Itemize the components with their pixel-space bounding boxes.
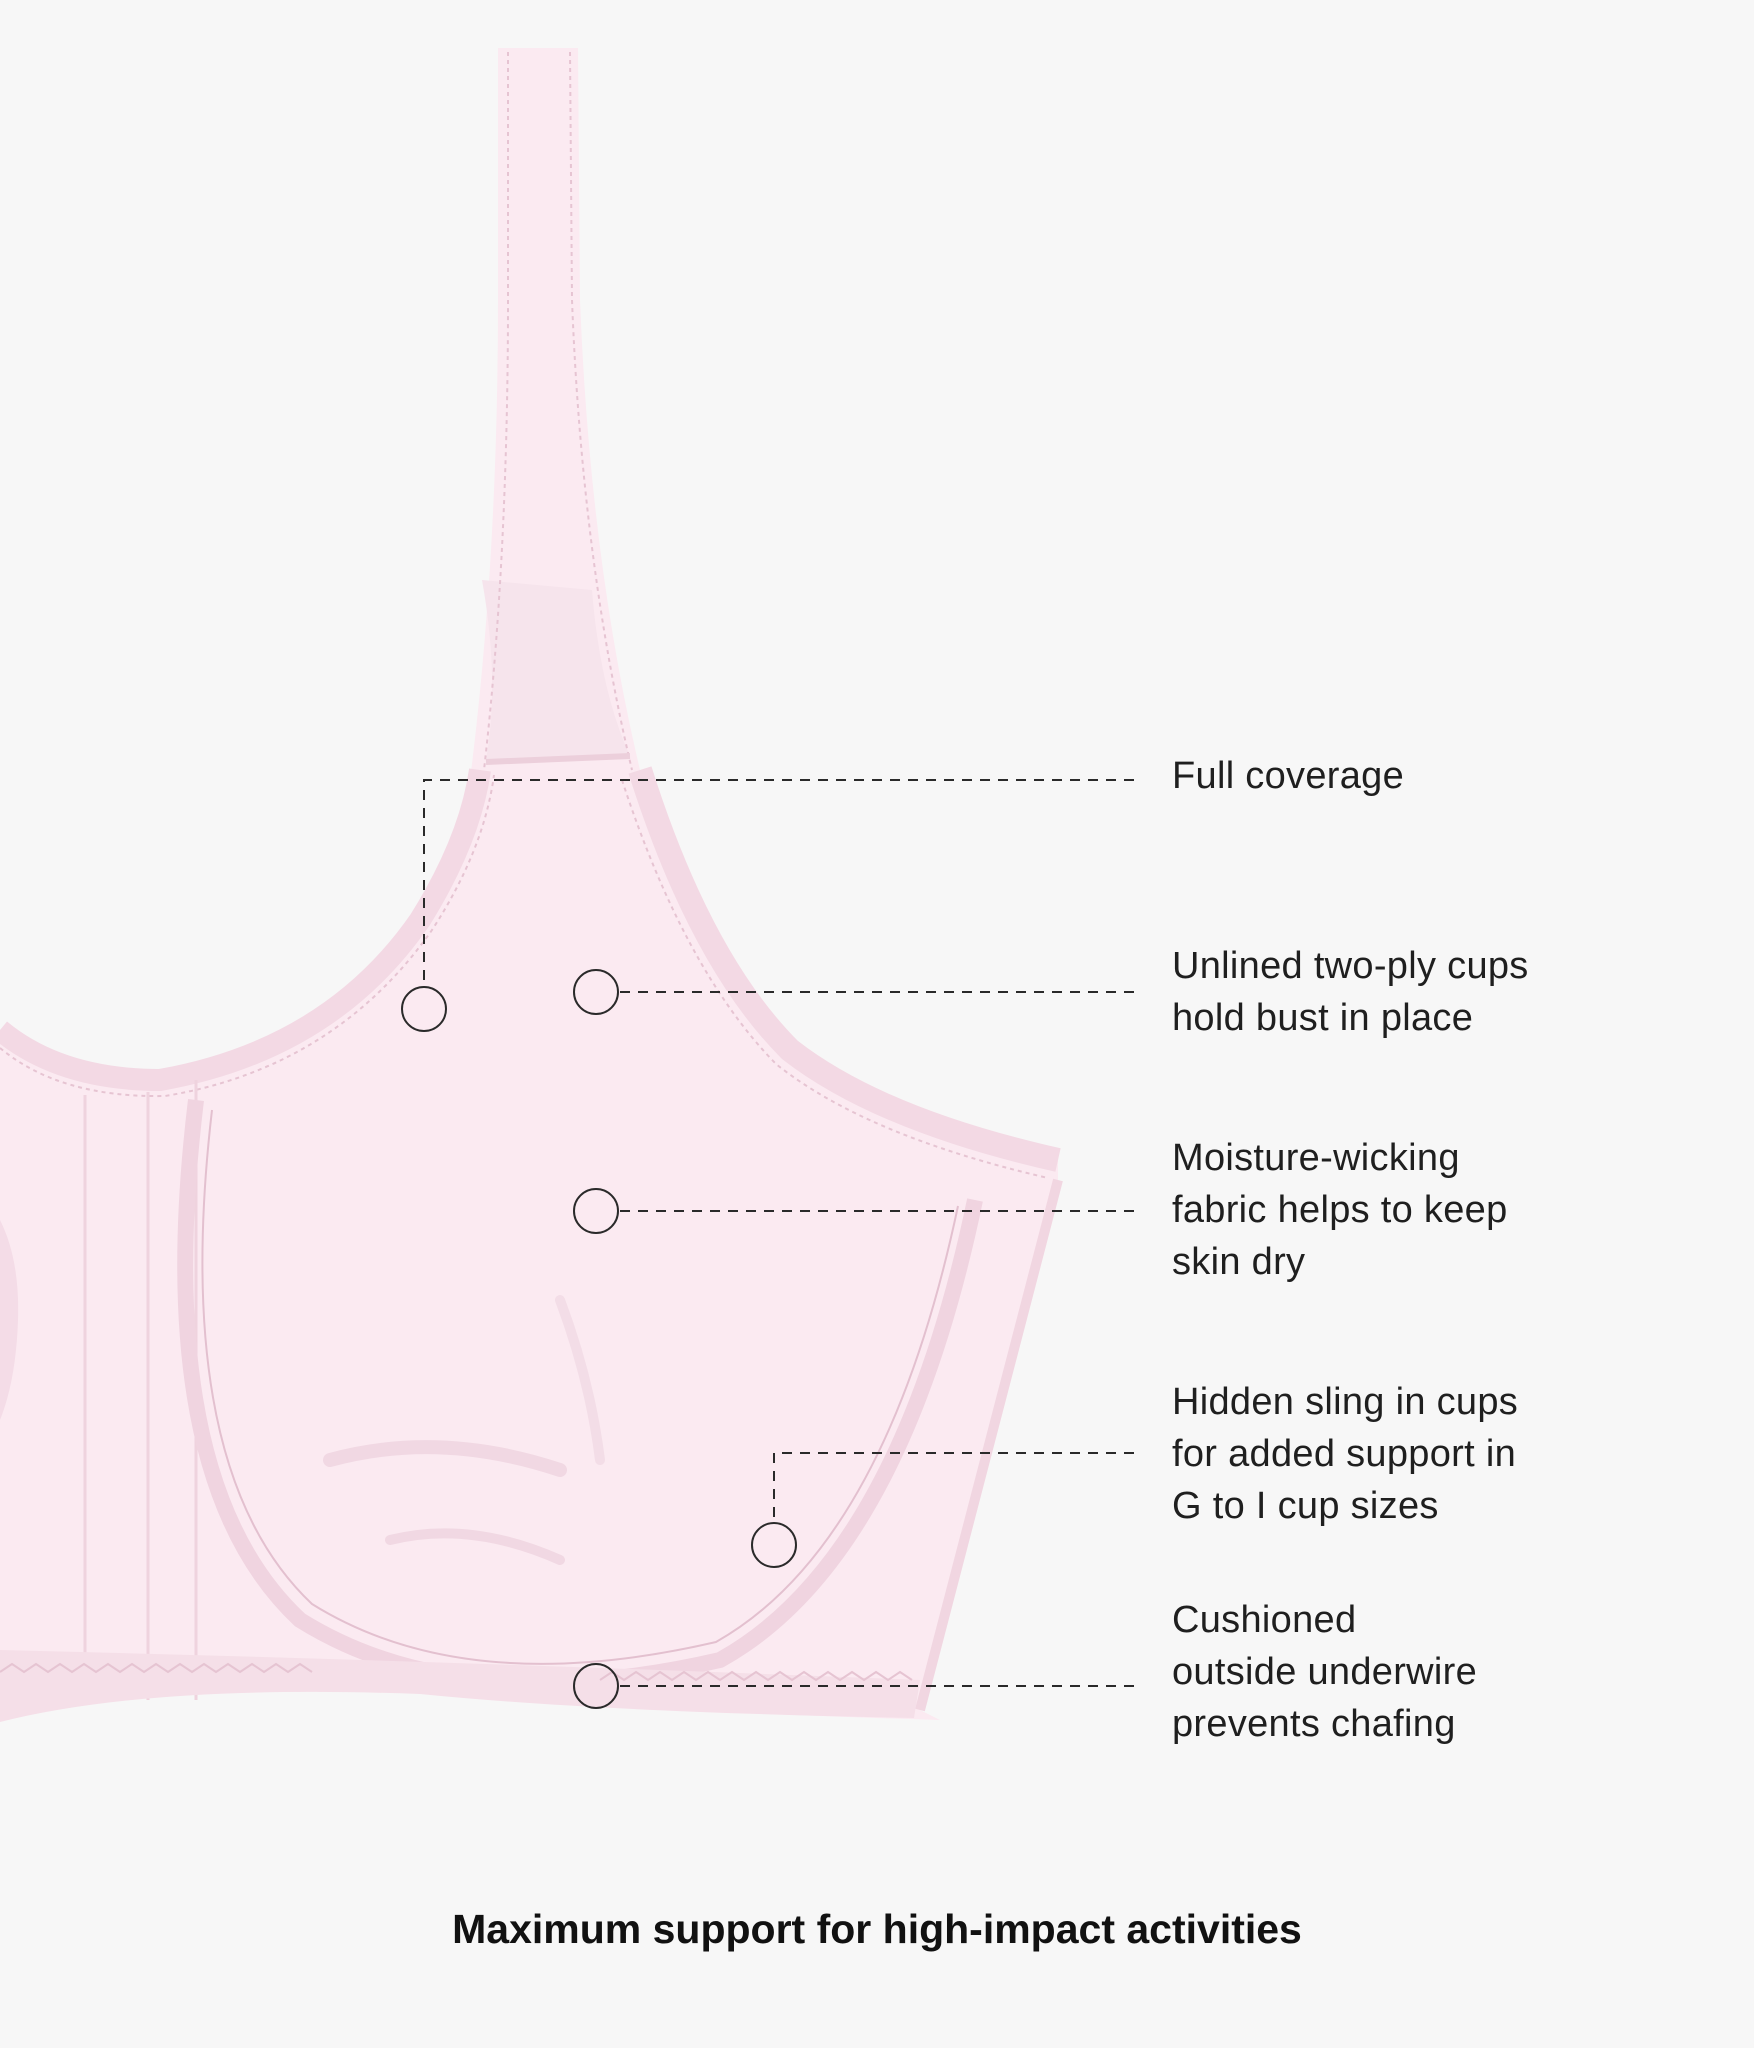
neckline-stitch <box>0 774 495 1098</box>
band-zigzag-stitch <box>0 1662 313 1674</box>
cup-fold-3 <box>555 1295 605 1465</box>
callout-lines <box>401 779 1134 1709</box>
bra-cup-body <box>0 770 1058 1720</box>
feature-line: hold bust in place <box>1172 997 1474 1039</box>
feature-line: Cushioned <box>1172 1599 1357 1641</box>
callout-marker-moisture-wicking <box>573 1188 619 1234</box>
feature-full-coverage: Full coverage <box>1172 750 1404 802</box>
cup-fold-1 <box>323 1440 567 1477</box>
feature-line: Moisture-wicking <box>1172 1137 1460 1179</box>
neckline-trim <box>0 768 491 1092</box>
callout-marker-hidden-sling <box>751 1522 797 1568</box>
strap-stitch-right <box>569 51 633 771</box>
feature-line: Unlined two-ply cups <box>1172 945 1529 987</box>
cup-fold-2 <box>385 1528 565 1565</box>
armhole-stitch <box>621 779 1049 1179</box>
feature-line: Hidden sling in cups <box>1172 1381 1519 1423</box>
strap-stitch-left <box>483 52 509 771</box>
feature-line: skin dry <box>1172 1241 1306 1283</box>
callout-marker-cushioned-underwire <box>573 1663 619 1709</box>
side-seam <box>915 1178 1063 1712</box>
callout-marker-unlined-cups <box>573 969 619 1015</box>
feature-line: for added support in <box>1172 1433 1517 1475</box>
strap-inner-panel <box>482 580 630 760</box>
armhole-trim <box>628 766 1061 1172</box>
top-panel-seam <box>485 753 631 765</box>
caption: Maximum support for high-impact activiti… <box>452 1906 1302 1952</box>
band-zigzag-stitch-right <box>599 1670 913 1682</box>
bra-band <box>0 1650 920 1722</box>
feature-line: Full coverage <box>1172 755 1405 797</box>
callout-line-hidden-sling <box>773 1452 1134 1523</box>
callout-marker-full-coverage <box>401 986 447 1032</box>
feature-moisture-wicking: Moisture-wicking fabric helps to keep sk… <box>1172 1132 1508 1288</box>
feature-cushioned-underwire: Cushioned outside underwire prevents cha… <box>1172 1594 1477 1750</box>
feature-line: fabric helps to keep <box>1172 1189 1508 1231</box>
feature-unlined-cups: Unlined two-ply cups hold bust in place <box>1172 940 1529 1044</box>
underwire-stitch <box>201 1109 959 1665</box>
feature-line: outside underwire <box>1172 1651 1478 1693</box>
feature-line: G to I cup sizes <box>1172 1485 1439 1527</box>
feature-hidden-sling: Hidden sling in cups for added support i… <box>1172 1376 1518 1532</box>
callout-line-full-coverage <box>423 779 1134 987</box>
feature-line: prevents chafing <box>1172 1703 1456 1745</box>
left-cup-edge <box>0 1220 19 1420</box>
